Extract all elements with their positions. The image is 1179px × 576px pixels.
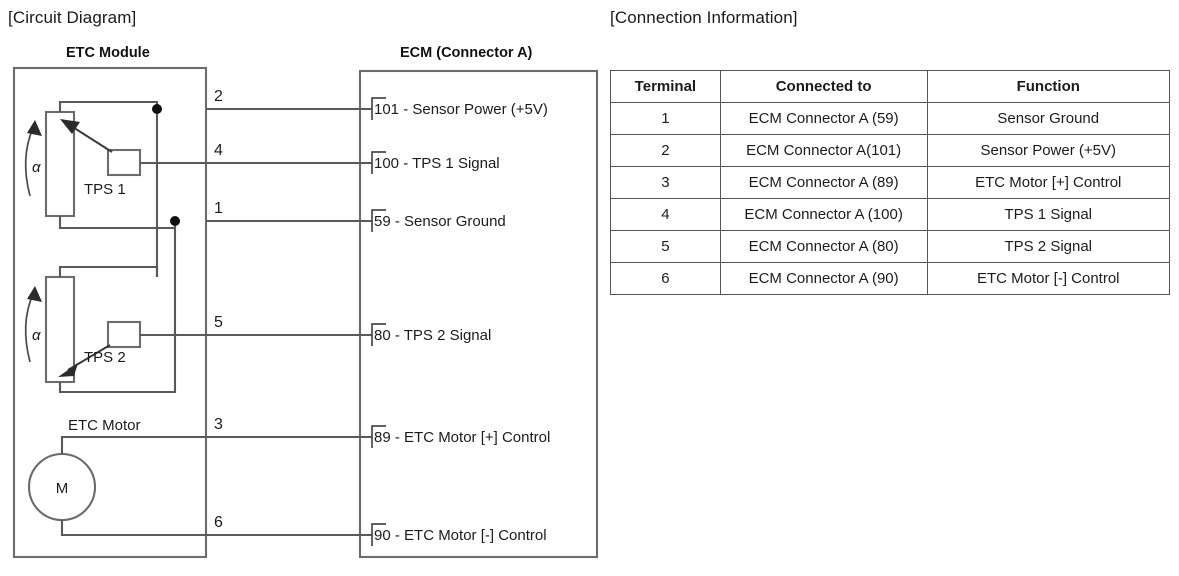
etc-module-title: ETC Module [66,45,150,61]
cell-function: Sensor Ground [926,102,1170,135]
etc-module-enclosure [12,66,208,559]
ecm-pin-number-90: 90 [374,527,391,544]
junction-dot-power [152,104,162,114]
table-row: 2 ECM Connector A(101) Sensor Power (+5V… [610,134,1170,167]
cell-connected: ECM Connector A(101) [719,134,928,167]
ecm-pin-text-89: - ETC Motor [+] Control [394,429,551,446]
etc-motor-negative-lead [60,520,206,537]
tps2-rotation-arrowhead [27,286,42,302]
etc-motor-label: ETC Motor [68,417,141,434]
tps1-wiper-contact [106,148,142,177]
ecm-pin-label-89: 89 - ETC Motor [+] Control [374,430,550,445]
tps2-wiper-arrowhead [58,363,78,377]
ecm-pin-text-80: - TPS 2 Signal [394,327,492,344]
tps2-top-lead [58,265,159,277]
cell-terminal: 2 [610,134,721,167]
ecm-pin-bracket-89 [371,425,386,448]
table-row: 5 ECM Connector A (80) TPS 2 Signal [610,230,1170,263]
etc-pin-number-1: 1 [214,200,223,217]
tps2-bottom-lead [58,382,177,394]
circuit-schematic: α TPS 1 α TPS 2 M ETC Motor 2 4 1 5 [12,66,599,559]
ecm-pin-text-100: - TPS 1 Signal [403,155,500,172]
ecm-pin-bracket-59 [371,209,386,232]
etc-motor-m-letter: M [56,480,69,497]
etc-pin-number-5: 5 [214,314,223,331]
column-header-terminal: Terminal [610,70,721,103]
cell-function: ETC Motor [+] Control [926,166,1170,199]
table-row: 6 ECM Connector A (90) ETC Motor [-] Con… [610,262,1170,295]
etc-pin-number-2: 2 [214,88,223,105]
connection-information-heading: [Connection Information] [610,8,798,27]
ecm-pin-label-80: 80 - TPS 2 Signal [374,328,491,343]
ecm-pin-label-90: 90 - ETC Motor [-] Control [374,528,547,543]
ecm-pin-bracket-90 [371,523,386,546]
cell-connected: ECM Connector A (59) [719,102,928,135]
tps2-angle-symbol: α [32,327,41,344]
ecm-pin-label-100: 100 - TPS 1 Signal [374,156,500,171]
tps1-wiper-arrowhead [60,119,80,134]
cell-terminal: 3 [610,166,721,199]
ecm-pin-number-80: 80 [374,327,391,344]
connection-information-table: Terminal Connected to Function 1 ECM Con… [610,70,1170,295]
junction-dot-ground [170,216,180,226]
ecm-pin-number-101: 101 [374,101,400,118]
cell-connected: ECM Connector A (90) [719,262,928,295]
tps2-resistor-body [44,275,76,384]
cell-terminal: 4 [610,198,721,231]
tps1-angle-symbol: α [32,159,41,176]
etc-motor-positive-lead [60,435,206,454]
cell-connected: ECM Connector A (89) [719,166,928,199]
etc-pin-number-3: 3 [214,416,223,433]
cell-function: ETC Motor [-] Control [926,262,1170,295]
cell-connected: ECM Connector A (80) [719,230,928,263]
cell-function: Sensor Power (+5V) [926,134,1170,167]
column-header-connected-to: Connected to [719,70,928,103]
table-row: 4 ECM Connector A (100) TPS 1 Signal [610,198,1170,231]
table-header-row: Terminal Connected to Function [610,70,1170,103]
table-row: 1 ECM Connector A (59) Sensor Ground [610,102,1170,135]
tps1-label: TPS 1 [84,181,126,198]
tps2-wiper-contact [106,320,142,349]
cell-function: TPS 1 Signal [926,198,1170,231]
etc-pin-number-4: 4 [214,142,223,159]
ecm-pin-number-89: 89 [374,429,391,446]
circuit-diagram-heading: [Circuit Diagram] [8,8,137,27]
ecm-pin-bracket-100 [371,151,386,174]
ecm-pin-text-59: - Sensor Ground [394,213,506,230]
ecm-pin-label-101: 101 - Sensor Power (+5V) [374,102,548,117]
ecm-pin-text-101: - Sensor Power (+5V) [403,101,548,118]
cell-connected: ECM Connector A (100) [719,198,928,231]
cell-terminal: 1 [610,102,721,135]
cell-function: TPS 2 Signal [926,230,1170,263]
ecm-pin-bracket-101 [371,97,386,120]
ecm-pin-number-100: 100 [374,155,400,172]
tps1-top-lead [58,100,159,112]
ecm-pin-text-90: - ETC Motor [-] Control [394,527,547,544]
table-row: 3 ECM Connector A (89) ETC Motor [+] Con… [610,166,1170,199]
ecm-connector-title: ECM (Connector A) [400,45,533,61]
column-header-function: Function [926,70,1170,103]
ecm-pin-label-59: 59 - Sensor Ground [374,214,506,229]
etc-pin-number-6: 6 [214,514,223,531]
ecm-pin-number-59: 59 [374,213,391,230]
tps1-rotation-arrowhead [27,120,42,136]
cell-terminal: 6 [610,262,721,295]
tps2-label: TPS 2 [84,349,126,366]
ecm-enclosure [358,69,599,559]
cell-terminal: 5 [610,230,721,263]
ecm-pin-bracket-80 [371,323,386,346]
